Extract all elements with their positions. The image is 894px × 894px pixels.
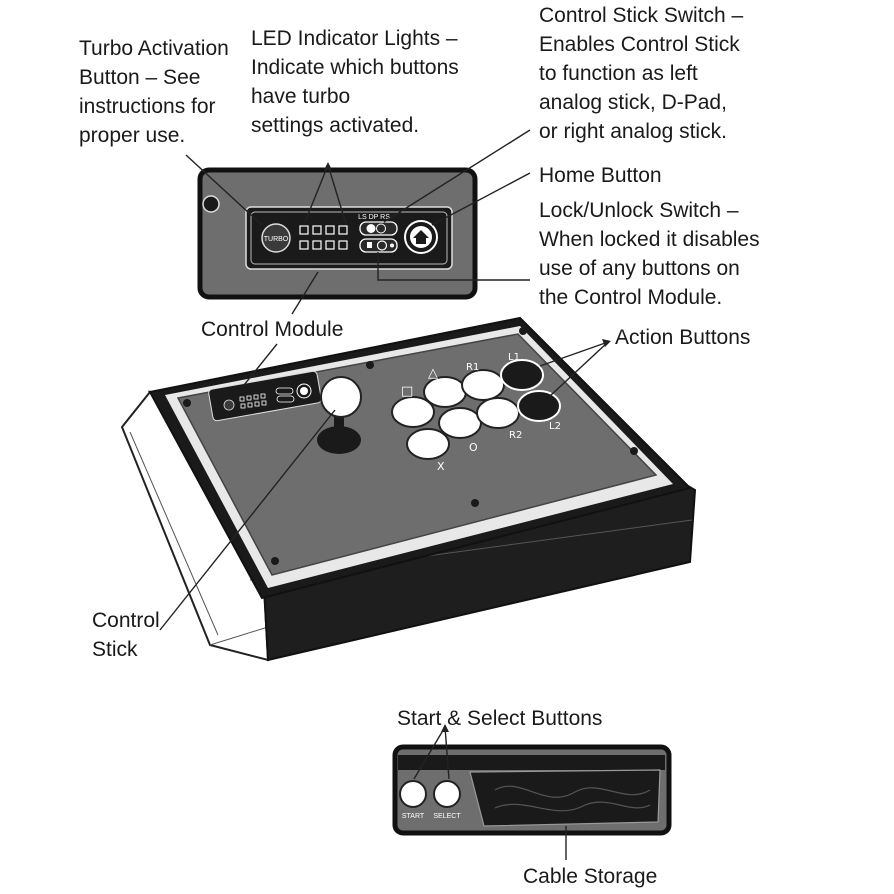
action-buttons: □ △ R1 L1 O X R2 L2 xyxy=(391,352,561,473)
turbo-button-label: TURBO xyxy=(264,236,289,243)
side-cap-edge xyxy=(129,431,219,636)
leader-led-2 xyxy=(327,164,347,225)
turbo-button[interactable] xyxy=(261,223,291,253)
leader-select xyxy=(444,726,450,780)
leader-stick-switch xyxy=(383,129,531,223)
control-module-inner-border xyxy=(250,211,448,265)
mini-home-face xyxy=(300,387,308,395)
label-start-select-buttons: Start & Select Buttons xyxy=(397,707,603,730)
circle-button[interactable] xyxy=(438,407,482,439)
r1-button[interactable] xyxy=(461,369,505,401)
r2-glyph: R2 xyxy=(509,430,522,441)
l1-glyph: L1 xyxy=(508,352,520,363)
square-glyph: □ xyxy=(401,384,413,399)
unlock-icon xyxy=(390,243,394,248)
leader-home xyxy=(431,172,531,226)
side-cap-edge-2 xyxy=(209,626,269,646)
leader-turbo xyxy=(185,154,263,226)
leader-action-l2 xyxy=(549,341,609,397)
stored-cable xyxy=(494,785,651,798)
stick-switch-modes: LS DP RS xyxy=(358,214,390,221)
lock-switch-knob xyxy=(376,240,388,251)
module-screw xyxy=(202,195,220,213)
side-panel-closeup: START SELECT xyxy=(392,744,672,836)
leader-arrowheads xyxy=(324,162,611,732)
triangle-glyph: △ xyxy=(428,366,438,381)
leader-lock xyxy=(377,252,530,281)
side-panel-top-strip xyxy=(398,755,665,770)
control-module-closeup: TURBO LS DP RS xyxy=(197,167,478,300)
leader-control-module-closeup xyxy=(291,271,319,315)
label-led-indicator-lights: LED Indicator Lights – Indicate which bu… xyxy=(251,27,459,137)
cross-button[interactable] xyxy=(406,428,450,460)
square-button[interactable] xyxy=(391,396,435,428)
label-cable-storage: Cable Storage xyxy=(523,865,658,888)
label-control-stick: Control Stick xyxy=(92,609,160,661)
cable-storage-compartment[interactable] xyxy=(469,769,661,827)
stored-cable-2 xyxy=(494,801,651,812)
r1-glyph: R1 xyxy=(466,362,479,373)
panel-screws xyxy=(183,327,638,565)
leader-action-l1 xyxy=(539,341,609,367)
lock-icon xyxy=(367,242,372,248)
l2-button[interactable] xyxy=(517,390,561,422)
cross-glyph: X xyxy=(437,460,445,473)
circle-glyph: O xyxy=(469,441,478,454)
start-button[interactable] xyxy=(399,780,427,808)
select-button[interactable] xyxy=(433,780,461,808)
joystick-ball-top[interactable] xyxy=(320,376,362,418)
leader-control-stick xyxy=(159,409,336,631)
label-action-buttons: Action Buttons xyxy=(615,326,751,349)
leader-lines xyxy=(159,129,609,860)
triangle-button[interactable] xyxy=(423,376,467,408)
l1-button[interactable] xyxy=(500,359,544,391)
l2-glyph: L2 xyxy=(549,421,561,432)
mini-led-lights xyxy=(239,393,267,409)
control-module-inset xyxy=(245,206,453,270)
leader-control-module-stick xyxy=(243,343,278,386)
leader-led-1 xyxy=(304,164,329,223)
select-button-label: SELECT xyxy=(433,813,461,820)
label-control-stick-switch: Control Stick Switch – Enables Control S… xyxy=(539,4,744,143)
joystick-shaft xyxy=(334,406,344,442)
stick-switch-knob-ghost xyxy=(376,223,386,234)
mini-lock-switch xyxy=(276,395,295,403)
label-lock-unlock-switch: Lock/Unlock Switch – When locked it disa… xyxy=(539,199,760,309)
start-button-label: START xyxy=(402,813,425,820)
arcade-stick xyxy=(120,316,697,662)
leader-start xyxy=(413,726,446,780)
control-stick-switch[interactable] xyxy=(359,221,398,236)
home-icon xyxy=(413,230,429,244)
label-turbo-activation: Turbo Activation Button – See instructio… xyxy=(79,37,229,147)
led-indicator-lights xyxy=(299,225,348,250)
mini-stick-switch xyxy=(275,387,294,395)
label-control-module: Control Module xyxy=(201,318,344,341)
r2-button[interactable] xyxy=(476,397,520,429)
stick-switch-knob xyxy=(366,224,376,233)
label-home-button: Home Button xyxy=(539,164,662,187)
mini-turbo-button xyxy=(223,399,235,411)
